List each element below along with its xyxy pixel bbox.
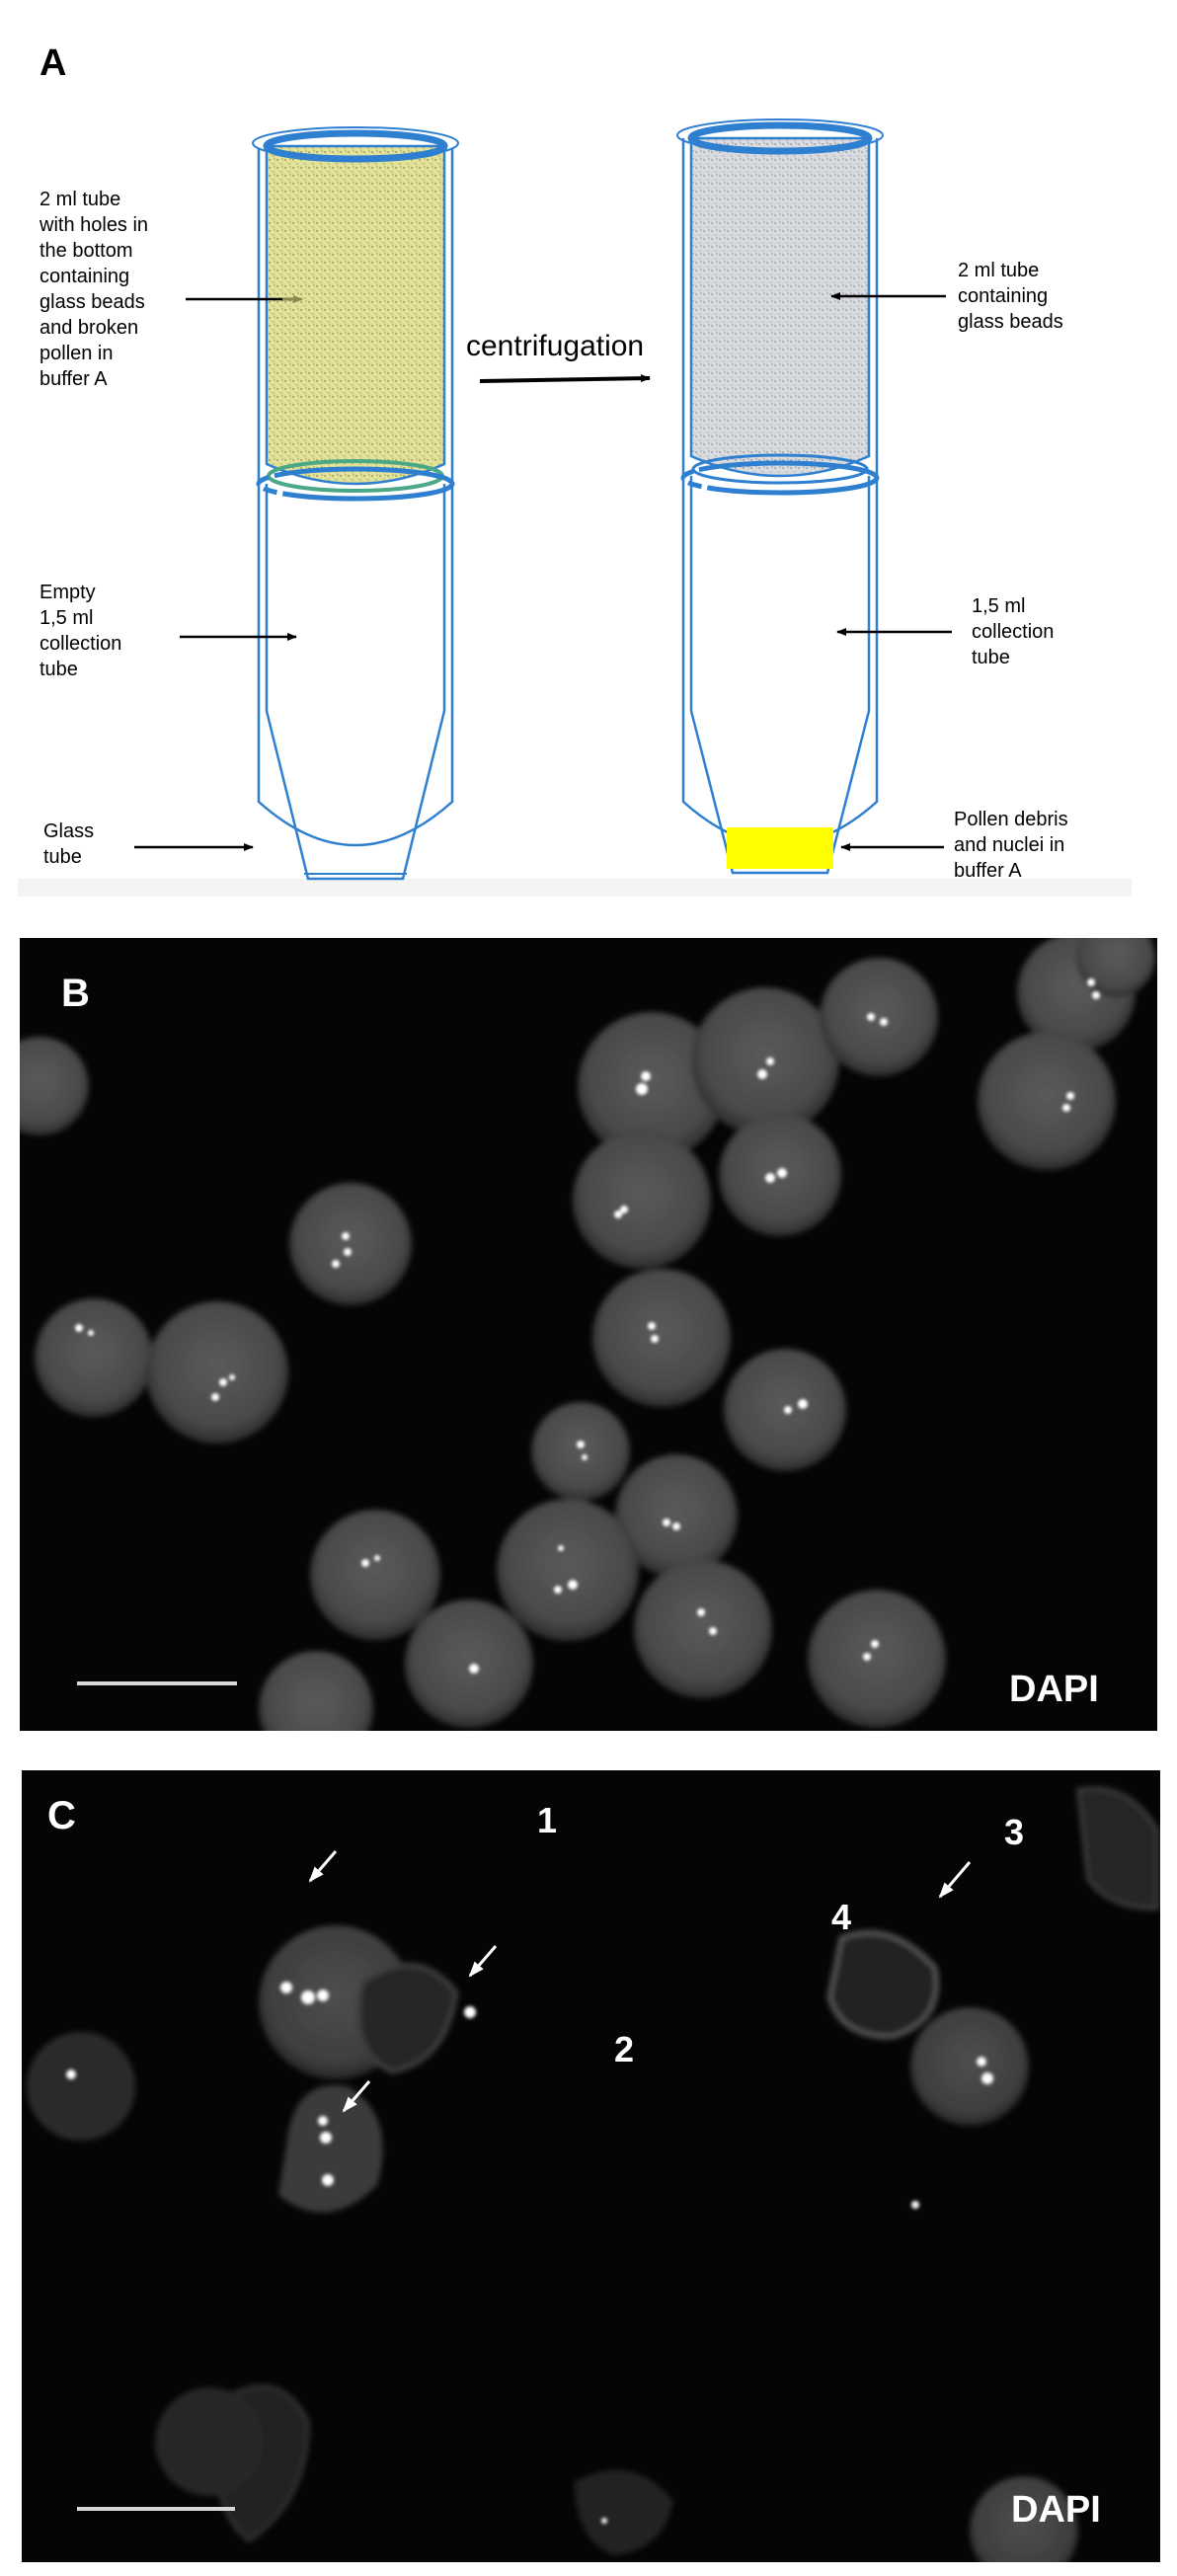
pollen-grain: [259, 1651, 373, 1731]
dapi-label-b: DAPI: [1009, 1669, 1099, 1710]
right-2ml-tube-cap: [687, 121, 873, 155]
pollen-grain: [578, 1012, 726, 1160]
panel-letter-a: A: [39, 42, 66, 84]
pollen-grain: [808, 1590, 946, 1728]
nuclei-spots-c: [66, 1982, 993, 2524]
panel-a-schematic: A 2 ml tube with holes in t: [0, 0, 1177, 928]
marker-arrow-2: [342, 2080, 371, 2113]
right-2ml-tube-beads: [689, 136, 871, 478]
marker-label-4: 4: [831, 1897, 852, 1937]
nuclei-spots: [75, 978, 1100, 1674]
pollen-grain: [155, 2387, 264, 2496]
glass-tube-label: Glass tube: [43, 820, 100, 868]
pollen-debris-pellet: [727, 827, 833, 869]
pollen-grain: [970, 2476, 1078, 2562]
pollen-cells: [20, 938, 1155, 1731]
marker-label-3: 3: [1004, 1812, 1025, 1852]
panel-a-bottom-strip: [18, 879, 1132, 897]
pollen-grain: [910, 2007, 1029, 2126]
pollen-grain: [531, 1402, 630, 1501]
debris-label: Pollen debris and nuclei in buffer A: [954, 809, 1073, 882]
pollen-grain: [497, 1499, 639, 1641]
scale-bar-c: [77, 2507, 235, 2511]
pollen-grain: [978, 1032, 1116, 1170]
pollen-grain: [405, 1600, 533, 1728]
pollen-grain: [27, 2032, 135, 2141]
pollen-grain: [310, 1510, 440, 1640]
pollen-grain: [35, 1298, 153, 1417]
panel-b-svg: [20, 938, 1155, 1731]
pollen-cells-c: [27, 1786, 1159, 2562]
pollen-grain: [1076, 938, 1155, 997]
marker-arrow-4: [468, 1945, 498, 1978]
collection-label-left: Empty 1,5 ml collection tube: [39, 582, 127, 680]
pollen-grain: [592, 1269, 731, 1407]
left-glass-tube: [257, 148, 454, 847]
broken-pollen-shell: [355, 1962, 459, 2074]
panel-a-background: [18, 0, 1132, 894]
right-collar: [680, 460, 880, 496]
right-tube-assembly: [676, 118, 884, 875]
right-tube-label: 2 ml tube containing glass beads: [958, 260, 1063, 333]
scale-bar-b: [77, 1681, 237, 1685]
panel-letter-b: B: [61, 972, 90, 1015]
centrifugation-arrow: [479, 374, 651, 383]
pollen-grain: [691, 987, 839, 1135]
dapi-label-c: DAPI: [1011, 2489, 1101, 2531]
pollen-shell: [1075, 1786, 1159, 1912]
centrifugation-label: centrifugation: [466, 330, 644, 362]
partly-broken-pollen: [278, 2084, 383, 2213]
panel-c-micrograph: C 1 2 3 4 DAPI: [22, 1770, 1160, 2562]
marker-label-1: 1: [537, 1800, 558, 1840]
pollen-grain: [20, 1037, 89, 1135]
marker-arrows: [308, 1850, 972, 2113]
left-2ml-tube-pollen: [265, 144, 446, 486]
pollen-shell: [575, 2469, 673, 2555]
pollen-grain: [289, 1183, 412, 1305]
panel-b-micrograph: B DAPI: [20, 938, 1157, 1731]
collection-label-right: 1,5 ml collection tube: [972, 595, 1059, 668]
marker-label-2: 2: [614, 2029, 635, 2069]
marker-arrow-3: [938, 1861, 972, 1899]
pollen-grain: [615, 1454, 738, 1577]
panel-letter-c: C: [47, 1794, 76, 1837]
pollen-grain: [820, 958, 938, 1076]
marker-arrow-1: [308, 1850, 338, 1883]
pollen-grain: [573, 1131, 711, 1269]
pollen-grain: [146, 1301, 288, 1444]
left-collar: [256, 466, 455, 502]
left-tube-label: 2 ml tube with holes in the bottom conta…: [39, 189, 154, 390]
empty-pollen-shell: [826, 1929, 939, 2040]
left-tube-assembly: [252, 126, 459, 881]
pollen-grain: [634, 1560, 772, 1698]
left-collection-tube: [265, 484, 446, 881]
panel-a-svg: A 2 ml tube with holes in t: [18, 0, 1132, 897]
panel-c-svg: [27, 1786, 1159, 2562]
left-2ml-tube-cap: [263, 129, 448, 163]
right-collection-tube: [689, 476, 871, 875]
